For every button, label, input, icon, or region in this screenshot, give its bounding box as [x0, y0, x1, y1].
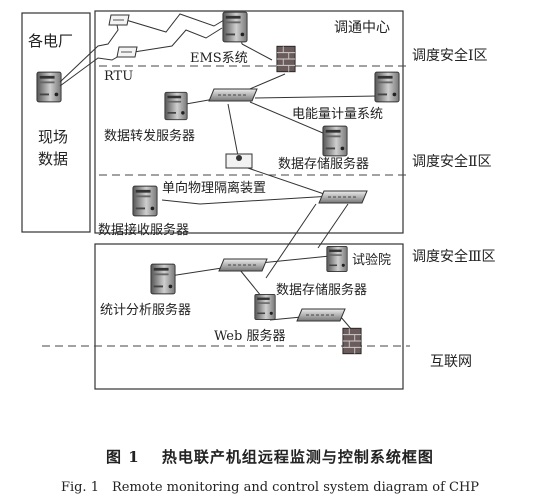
system-diagram: 各电厂 现场 数据 调通中心 调度安全Ⅰ区 调度安全Ⅱ区 调度安全Ⅲ区 互联网 — [21, 10, 496, 390]
ems-label: EMS系统 — [190, 51, 248, 66]
stats-server-label: 统计分析服务器 — [100, 302, 191, 318]
rtu-label: RTU — [104, 69, 133, 84]
storage-server-3-label: 数据存储服务器 — [276, 282, 367, 298]
field-data-line2: 数据 — [38, 150, 68, 168]
router-icon — [225, 153, 253, 169]
forward-server-label: 数据转发服务器 — [104, 128, 195, 144]
zone2-label: 调度安全Ⅱ区 — [412, 153, 492, 170]
zone1-label: 调度安全Ⅰ区 — [412, 47, 488, 64]
stats-server-icon — [150, 263, 176, 295]
field-data-line1: 现场 — [38, 128, 68, 146]
firewall-icon — [276, 45, 296, 73]
isolation-label: 单向物理隔离装置 — [162, 180, 266, 196]
receive-server-label: 数据接收服务器 — [98, 222, 189, 238]
isolation-device-icon — [318, 190, 368, 204]
metering-label: 电能量计量系统 — [292, 107, 383, 122]
zone3-switch-icon — [218, 258, 268, 272]
plant-server — [36, 71, 62, 103]
plant-box — [21, 12, 91, 233]
zone3-label: 调度安全Ⅲ区 — [412, 248, 496, 265]
zone3-box — [94, 243, 404, 390]
storage-server-2-icon — [322, 125, 348, 157]
ems-server-icon — [222, 11, 248, 43]
lab-server-icon — [326, 245, 348, 273]
internet-firewall-icon — [342, 327, 362, 355]
plant-title: 各电厂 — [28, 32, 73, 50]
modem-icon — [108, 14, 130, 26]
dispatch-center-box — [94, 10, 404, 234]
forward-server-icon — [164, 91, 188, 121]
dispatch-center-label: 调通中心 — [334, 20, 390, 36]
web-server-label: Web 服务器 — [214, 328, 285, 344]
storage-server-2-label: 数据存储服务器 — [278, 156, 369, 172]
receive-server-icon — [132, 185, 158, 217]
rtu-modem-icon — [116, 46, 138, 58]
connections — [59, 13, 379, 331]
figure-caption-english: Fig. 1 Remote monitoring and control sys… — [60, 480, 480, 495]
metering-server-icon — [374, 71, 400, 103]
web-switch-icon — [296, 308, 346, 322]
figure-caption-chinese: 图 1 热电联产机组远程监测与控制系统框图 — [106, 448, 434, 466]
internet-label: 互联网 — [430, 354, 472, 370]
zone1-switch-icon — [208, 88, 258, 102]
storage-server-3-icon — [254, 293, 276, 321]
lab-label: 试验院 — [352, 252, 391, 268]
